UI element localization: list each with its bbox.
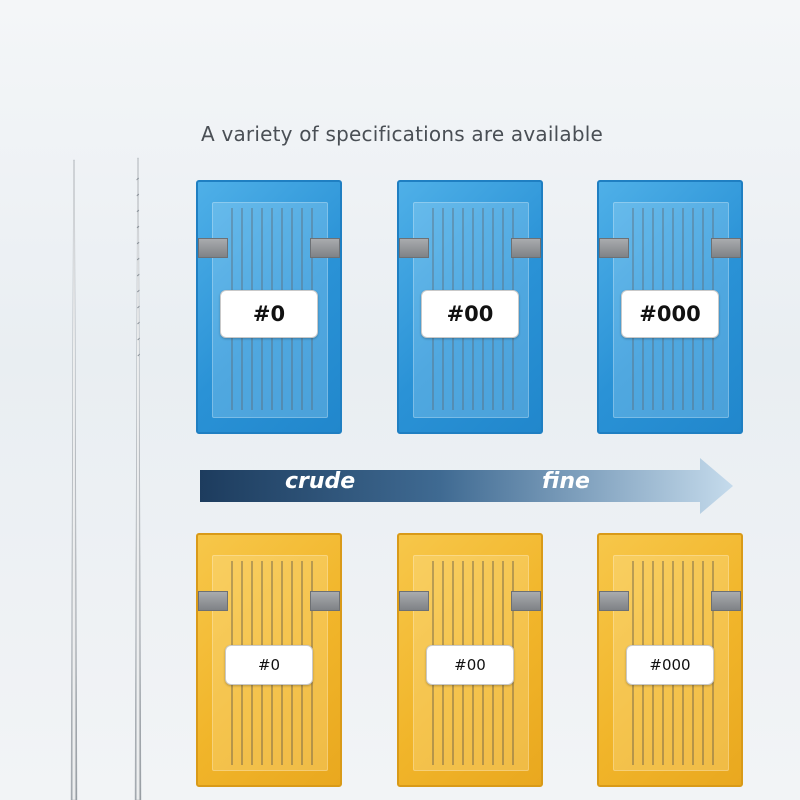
box-clip-left — [599, 238, 629, 258]
arrow-label-fine: fine — [542, 469, 590, 494]
needle-straight — [70, 159, 78, 800]
needle-barbed — [134, 157, 142, 800]
size-label: #0 — [225, 645, 313, 685]
box-clip-left — [198, 591, 228, 611]
needle-box-blue-000: #000 — [597, 180, 743, 434]
box-clip-right — [511, 591, 541, 611]
needle-box-yellow-00: #00 — [397, 533, 543, 787]
crude-to-fine-arrow — [200, 458, 733, 514]
needle-box-blue-0: #0 — [196, 180, 342, 434]
size-label: #00 — [421, 290, 519, 338]
needle-box-yellow-0: #0 — [196, 533, 342, 787]
box-clip-right — [711, 591, 741, 611]
needle-box-yellow-000: #000 — [597, 533, 743, 787]
box-clip-right — [711, 238, 741, 258]
box-clip-left — [198, 238, 228, 258]
box-clip-right — [310, 238, 340, 258]
size-label: #000 — [626, 645, 714, 685]
box-clip-left — [599, 591, 629, 611]
box-clip-left — [399, 238, 429, 258]
size-label: #000 — [621, 290, 719, 338]
box-clip-right — [310, 591, 340, 611]
box-clip-left — [399, 591, 429, 611]
size-label: #0 — [220, 290, 318, 338]
size-label: #00 — [426, 645, 514, 685]
needle-box-blue-00: #00 — [397, 180, 543, 434]
arrow-label-crude: crude — [285, 469, 356, 494]
headline: A variety of specifications are availabl… — [201, 122, 603, 146]
box-clip-right — [511, 238, 541, 258]
